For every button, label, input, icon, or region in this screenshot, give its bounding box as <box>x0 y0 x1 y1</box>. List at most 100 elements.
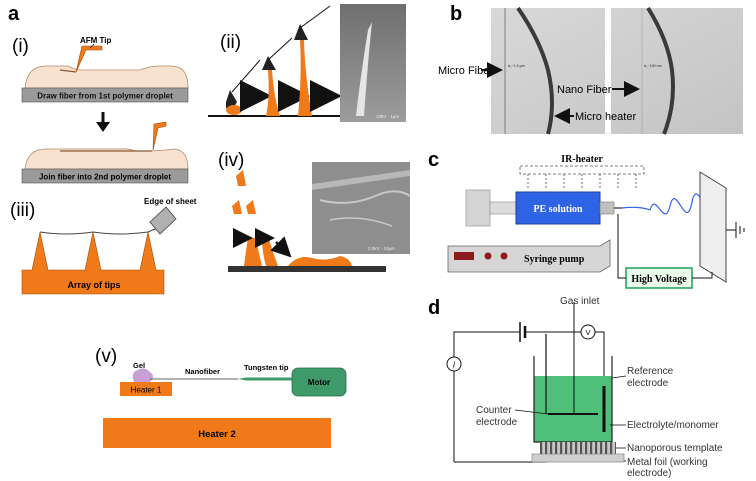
collector-plate <box>699 171 727 283</box>
heater-2 <box>103 418 331 448</box>
join-fiber-diagram: Join fiber into 2nd polymer droplet <box>21 121 189 184</box>
edge-of-sheet-label: Edge of sheet <box>144 197 197 206</box>
gas-inlet-label: Gas inlet <box>560 296 600 307</box>
tip-iv-1 <box>236 170 246 186</box>
afm-tip-icon <box>75 45 103 73</box>
hv-wire-collector <box>692 272 713 279</box>
gel-label: Gel <box>133 361 145 370</box>
panel-b-letter: b <box>450 3 462 25</box>
sem-ii-scale: 10kV ⋅ 1μm <box>376 114 399 119</box>
fiber-iv-1 <box>244 238 262 266</box>
panel-a-iii-numeral: (iii) <box>10 200 35 221</box>
substrate-iv <box>228 266 386 272</box>
electrolyte-label: Electrolyte/monomer <box>627 420 719 431</box>
polymer-droplets-2 <box>24 148 189 170</box>
voltmeter-symbol: V <box>585 328 590 337</box>
panel-a-v-numeral: (v) <box>95 346 117 367</box>
nano-fiber-label: Nano Fiber <box>557 84 612 96</box>
tip-array-diagram: Array of tips Edge of sheet <box>21 197 197 295</box>
ammeter-symbol: i <box>453 360 456 370</box>
sem-iv-scale: 2.0kV ⋅ 10μm <box>368 246 395 251</box>
panel-a-letter: a <box>8 3 20 25</box>
collapsed-fiber-iv <box>288 256 352 266</box>
micro-heater-label: Micro heater <box>575 111 636 123</box>
sem-fiber-ii <box>356 22 372 116</box>
tip-ii-2-icon <box>262 56 276 70</box>
ir-heater-rays <box>527 174 637 190</box>
micro-fiber-label: Micro Fiber <box>438 65 493 77</box>
micrograph-divider <box>605 8 611 134</box>
fiber-ii-3 <box>298 40 312 116</box>
nanofiber-label: Nanofiber <box>185 367 220 376</box>
electrospinning-diagram: PE solution IR-heater Syringe pump High … <box>447 154 745 289</box>
tip-ii-1-icon <box>226 90 237 110</box>
tip-iv-2 <box>232 200 242 214</box>
ground-icon <box>726 222 745 238</box>
pe-solution-barrel <box>515 191 601 225</box>
heater-2-label: Heater 2 <box>198 429 236 440</box>
circuit-left-wire <box>453 331 520 462</box>
step2-caption: Join fiber into 2nd polymer droplet <box>39 173 171 182</box>
syringe-pump-label: Syringe pump <box>524 254 585 265</box>
afm-tip-label: AFM Tip <box>80 36 112 45</box>
step1-caption: Draw fiber from 1st polymer droplet <box>37 92 173 101</box>
nanoporous-template <box>540 442 616 454</box>
fiber-ii-2 <box>266 70 280 116</box>
pump-knob-2 <box>500 252 508 260</box>
panel-d-letter: d <box>428 297 440 319</box>
metal-foil <box>531 453 625 463</box>
ammeter-icon <box>446 356 462 372</box>
panel-c-letter: c <box>428 149 439 171</box>
ir-heater-box <box>519 165 645 175</box>
afm-tip-diagram: Draw fiber from 1st polymer droplet AFM … <box>21 36 189 103</box>
d-nano-label: d₀~100 nm <box>644 64 662 68</box>
sem-image-ii-bg <box>340 4 406 122</box>
d-micro-label: d₀~1.5 μm <box>508 64 525 68</box>
hv-wire-needle <box>617 214 626 279</box>
sem-image-iv: 2.0kV ⋅ 10μm <box>312 162 411 254</box>
polymer-droplet-1 <box>24 65 189 89</box>
arrow-iv-3-icon <box>270 236 292 258</box>
sem-edge-iv <box>312 170 410 190</box>
heater-1 <box>120 382 172 396</box>
substrate-step1 <box>21 87 189 103</box>
down-arrowhead-icon <box>96 122 110 132</box>
substrate-step2 <box>21 168 189 184</box>
pump-display <box>454 252 474 260</box>
array-of-tips-label: Array of tips <box>67 280 120 290</box>
tip-iv-3 <box>246 200 256 214</box>
panel-a-i-numeral: (i) <box>12 36 29 57</box>
micro-heater-curve-right <box>646 6 675 135</box>
micro-heater-curve-left <box>516 6 554 135</box>
sem-image-ii: 10kV ⋅ 1μm <box>340 4 406 122</box>
afm-tip-icon-2 <box>152 121 167 151</box>
gel-blob <box>132 368 153 382</box>
fiber-iv-2 <box>262 236 278 266</box>
template-label: Nanoporous template <box>627 443 723 454</box>
panel-a-ii-numeral: (ii) <box>220 32 241 53</box>
tungsten-tip-label: Tungsten tip <box>244 363 289 372</box>
pump-knob-1 <box>484 252 492 260</box>
drawing-sequence-ii <box>208 5 342 117</box>
voltmeter-icon <box>580 324 596 340</box>
motor <box>291 367 347 397</box>
drawn-fiber-step1 <box>59 69 77 73</box>
tungsten-tip <box>238 377 292 381</box>
droplet-ii-1 <box>226 105 242 115</box>
syringe-plunger-end <box>465 189 491 227</box>
heater-1-label: Heater 1 <box>131 386 162 395</box>
tip-ii-3-icon <box>294 24 308 40</box>
micrograph-b: d₀~1.5 μm d₀~100 nm <box>491 6 743 135</box>
motor-label: Motor <box>308 378 330 387</box>
pe-solution-label: PE solution <box>533 204 583 215</box>
syringe-rod <box>489 201 517 215</box>
panel-a-iv-numeral: (iv) <box>218 150 244 171</box>
edge-of-sheet-icon <box>149 206 177 235</box>
ir-heater-label: IR-heater <box>561 154 603 165</box>
needle-hub <box>599 201 615 215</box>
